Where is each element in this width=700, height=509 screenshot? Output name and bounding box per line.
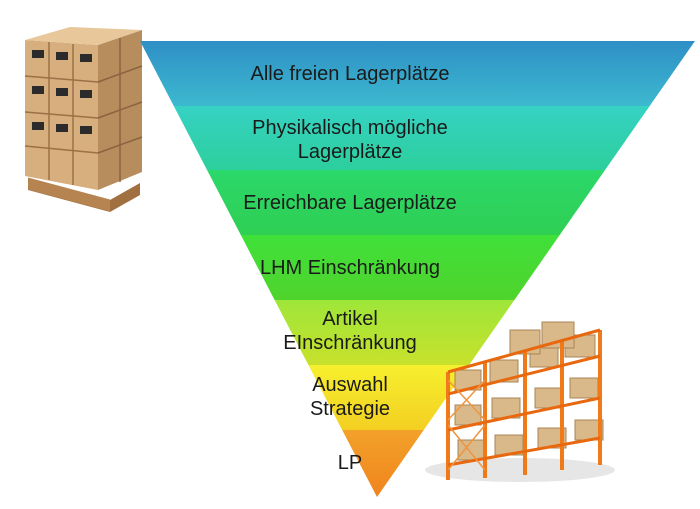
funnel-level-all-free [140, 41, 695, 106]
funnel-level-lp [342, 430, 424, 497]
funnel [140, 41, 695, 497]
funnel-level-lhm-restriction [240, 235, 560, 300]
warehouse-rack-icon [425, 321, 615, 482]
level-label-article-restriction: Artikel EInschränkung [283, 308, 417, 354]
funnel-level-reachable [207, 170, 606, 235]
funnel-level-selection-strategy [308, 365, 470, 430]
funnel-level-article-restriction [274, 300, 515, 365]
funnel-level-physically-possible [173, 106, 650, 170]
level-label-physically-possible: Physikalisch mögliche Lagerplätze [252, 117, 448, 163]
level-label-lp: LP [337, 452, 363, 474]
pallet-boxes-icon [24, 27, 143, 212]
level-label-lhm-restriction: LHM Einschränkung [259, 257, 441, 279]
level-label-all-free: Alle freien Lagerplätze [250, 63, 450, 85]
level-label-reachable: Erreichbare Lagerplätze [243, 192, 457, 214]
level-label-selection-strategy: Auswahl Strategie [309, 374, 391, 420]
